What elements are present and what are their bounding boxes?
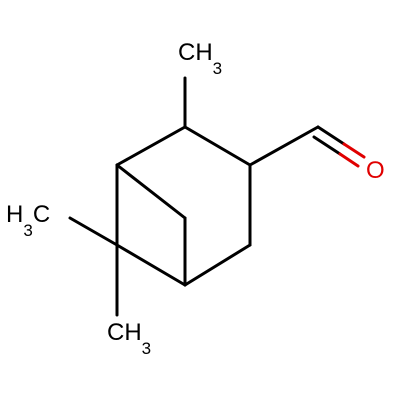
methyl-bottom-label: CH3: [107, 319, 151, 358]
bond-c6-methyl-left: [68, 216, 119, 247]
bond-c4-c5: [183, 243, 252, 287]
bond-c1-c7: [115, 163, 187, 220]
bond-c2-c3: [183, 125, 252, 167]
bond-cho-o-1: [316, 125, 346, 146]
bond-cho-o-2-red: [338, 152, 360, 168]
bond-cho-o-2: [312, 135, 342, 156]
bond-c6-c5: [115, 243, 187, 287]
bond-cho-o-1-red: [342, 142, 366, 159]
oxygen-label: O: [366, 157, 385, 184]
methyl-left-label: H3C: [6, 201, 50, 240]
methyl-top-label: CH3: [178, 39, 222, 78]
bond-c3-cho: [248, 125, 320, 167]
bond-c1-c2: [115, 125, 187, 167]
